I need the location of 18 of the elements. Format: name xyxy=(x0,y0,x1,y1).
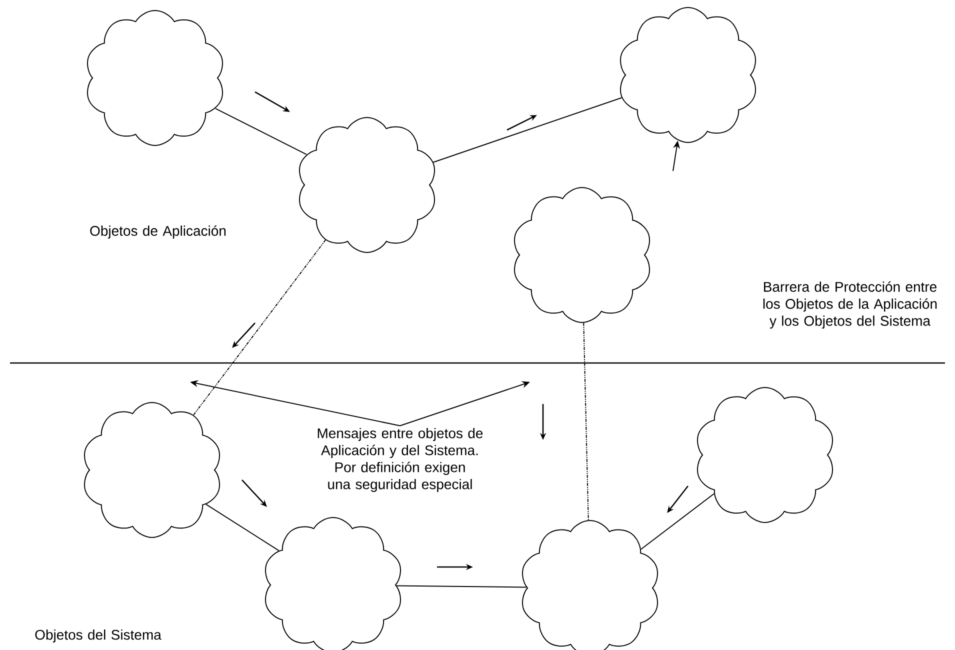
region-label: Barrera de Protección entre los Objetos de la Aplicación y los Objetos del Sistema xyxy=(763,281,937,329)
connector-line xyxy=(206,504,280,552)
cloud-shape xyxy=(697,387,833,523)
connector-line xyxy=(640,493,714,550)
region-label: Objetos de Aplicación xyxy=(90,225,226,239)
cloud-shape xyxy=(299,117,435,253)
note-text: Mensajes entre objetos de Aplicación y del Sistema. Por definición exigen una seguridad especial xyxy=(318,428,483,492)
connector-line xyxy=(193,239,326,416)
cloud-shape xyxy=(620,7,756,143)
cloud-shape xyxy=(84,402,220,538)
cloud-shape xyxy=(514,187,650,323)
connector-line xyxy=(215,108,307,155)
connector-line xyxy=(432,97,622,163)
cloud-shape xyxy=(87,10,223,146)
cloud-shape xyxy=(265,517,401,650)
connector-line xyxy=(583,322,589,521)
region-label: Objetos del Sistema xyxy=(35,629,162,643)
cloud-shape xyxy=(522,520,658,650)
